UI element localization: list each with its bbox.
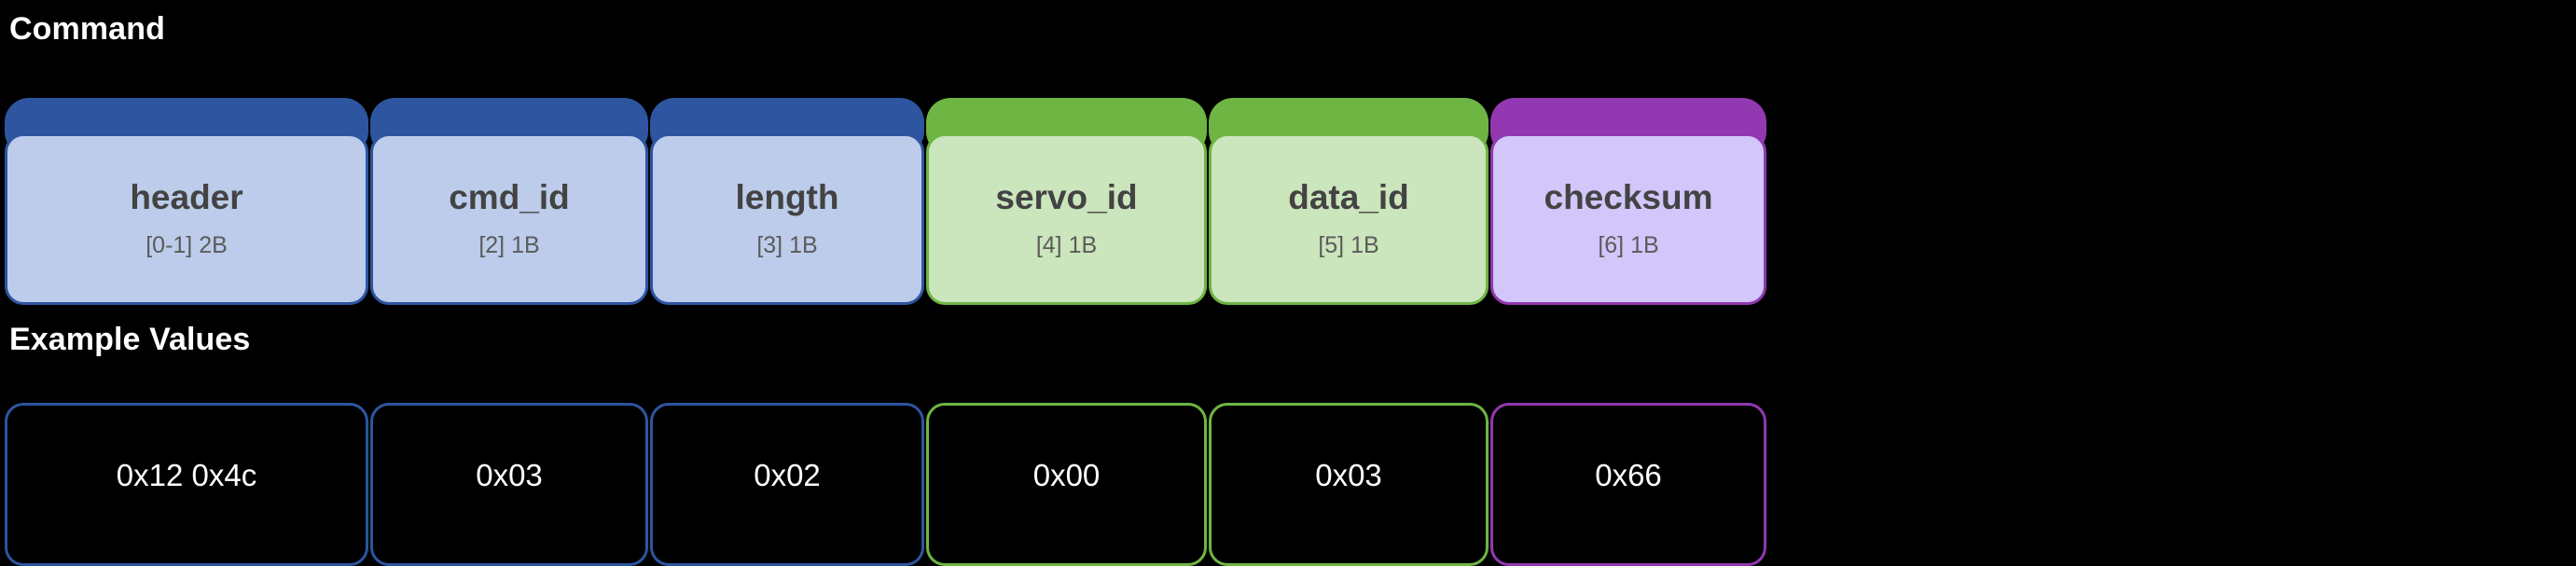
packet-field-name: data_id xyxy=(1288,177,1409,216)
packet-field-body: header [0-1] 2B xyxy=(5,133,368,305)
packet-field-byte-range: [4] 1B xyxy=(1035,231,1098,258)
packet-field-byte-range: [5] 1B xyxy=(1318,231,1379,258)
packet-field-body: length [3] 1B xyxy=(650,133,924,305)
packet-field-body: cmd_id [2] 1B xyxy=(370,133,648,305)
example-value-text: 0x02 xyxy=(754,458,821,492)
example-value-row: 0x12 0x4c 0x03 0x02 0x00 0x03 0x66 xyxy=(5,403,1766,566)
example-value-text: 0x00 xyxy=(1032,458,1101,492)
example-value-servo-id[interactable]: 0x00 xyxy=(926,403,1207,566)
example-value-length[interactable]: 0x02 xyxy=(650,403,924,566)
packet-diagram: Command header [0-1] 2B cmd_id [2] 1B length… xyxy=(5,11,1766,566)
packet-field-name: header xyxy=(130,177,243,216)
page-title-example-values: Example Values xyxy=(9,322,251,357)
example-value-data-id[interactable]: 0x03 xyxy=(1209,403,1489,566)
packet-field-byte-range: [6] 1B xyxy=(1598,231,1659,258)
example-value-text: 0x03 xyxy=(1315,458,1382,492)
example-value-checksum[interactable]: 0x66 xyxy=(1490,403,1766,566)
packet-field-byte-range: [0-1] 2B xyxy=(145,231,228,258)
packet-field-name: length xyxy=(735,177,839,216)
example-value-text: 0x66 xyxy=(1595,458,1662,492)
packet-field-name: checksum xyxy=(1544,177,1713,216)
example-value-header[interactable]: 0x12 0x4c xyxy=(5,403,368,566)
page-title-command: Command xyxy=(9,11,165,47)
packet-field-byte-range: [3] 1B xyxy=(756,231,818,258)
packet-field-name: servo_id xyxy=(995,177,1138,216)
example-value-text: 0x03 xyxy=(476,458,543,492)
packet-field-body: checksum [6] 1B xyxy=(1490,133,1766,305)
packet-field-body: servo_id [4] 1B xyxy=(926,133,1207,305)
example-value-cmd-id[interactable]: 0x03 xyxy=(370,403,648,566)
command-field-row: header [0-1] 2B cmd_id [2] 1B length [3] 1B se… xyxy=(5,98,1766,305)
packet-field-name: cmd_id xyxy=(449,177,570,216)
packet-field-body: data_id [5] 1B xyxy=(1209,133,1489,305)
example-value-text: 0x12 0x4c xyxy=(116,458,257,492)
packet-field-byte-range: [2] 1B xyxy=(478,231,540,258)
